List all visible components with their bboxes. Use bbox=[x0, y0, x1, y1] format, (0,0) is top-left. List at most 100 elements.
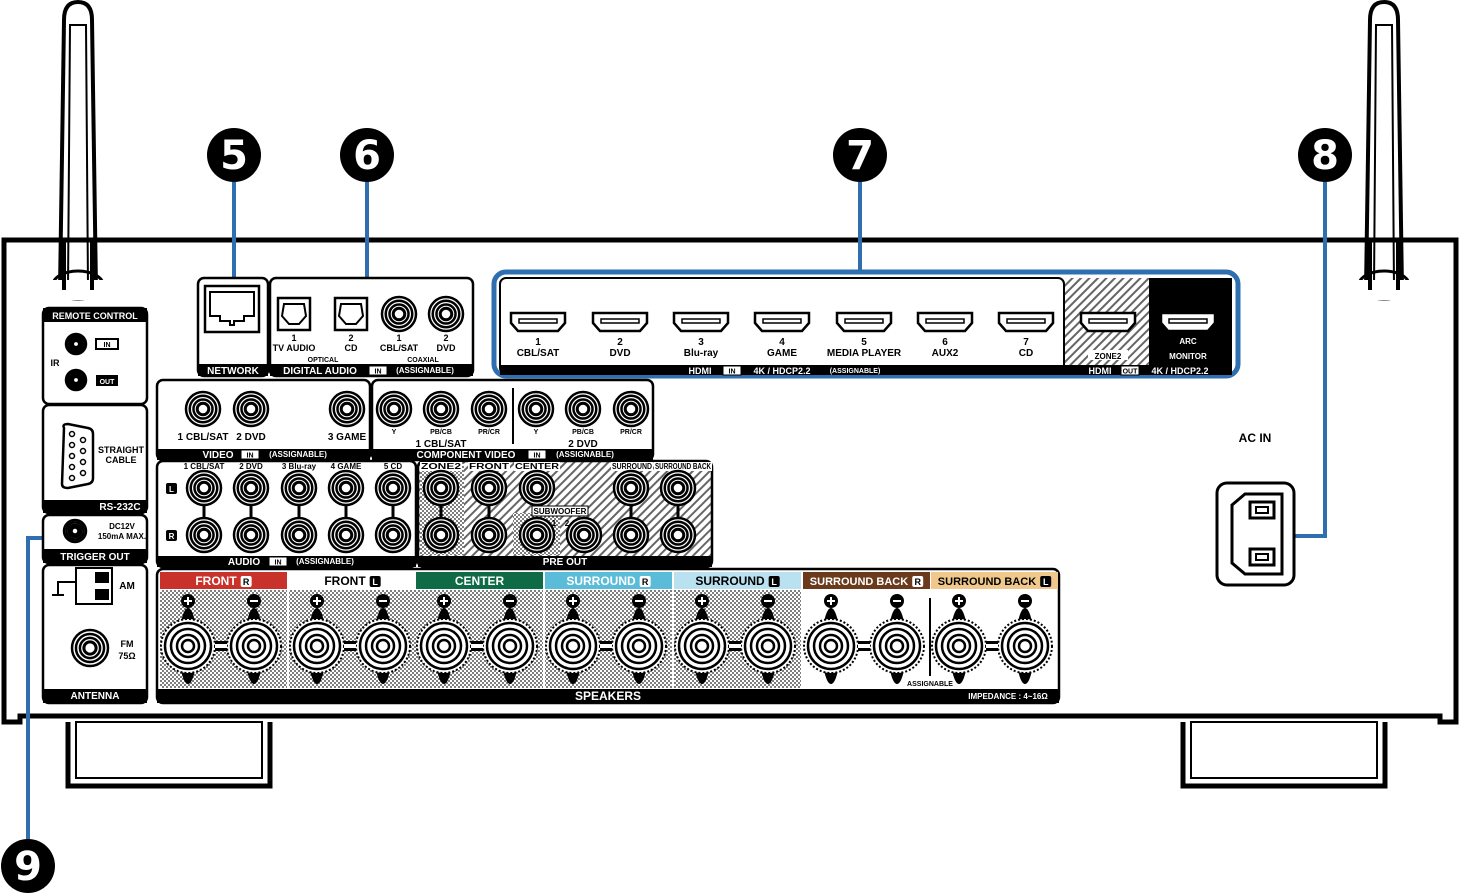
audio-in-r-4[interactable] bbox=[327, 516, 365, 554]
component-jack-3[interactable] bbox=[470, 390, 508, 428]
audio-in-l-5[interactable] bbox=[374, 469, 412, 507]
hdmi-out-monitor[interactable] bbox=[1159, 311, 1217, 333]
negative-terminal[interactable] bbox=[869, 594, 925, 684]
network-ethernet-port[interactable] bbox=[203, 284, 261, 334]
component-jack-1[interactable] bbox=[375, 390, 413, 428]
pre-out-bottom-6[interactable] bbox=[659, 516, 697, 554]
pre-out-top-5[interactable] bbox=[659, 469, 697, 507]
zone2-label: ZONE2 bbox=[1095, 352, 1122, 361]
negative-terminal[interactable] bbox=[997, 594, 1053, 684]
in-tag-label: IN bbox=[375, 369, 382, 376]
in-tag-label: IN bbox=[247, 453, 254, 460]
component-jack-5[interactable] bbox=[564, 390, 602, 428]
port-name: TV AUDIO bbox=[273, 343, 316, 353]
label-bg bbox=[514, 462, 560, 471]
callout-number: 7 bbox=[846, 133, 874, 179]
rs232c-title: RS-232C bbox=[99, 502, 140, 513]
hdmi-out-zone2[interactable] bbox=[1079, 311, 1137, 333]
ir-in-jack[interactable] bbox=[64, 332, 88, 356]
in-tag-label: IN bbox=[534, 453, 541, 460]
fm-antenna-jack[interactable] bbox=[70, 628, 110, 668]
component-jack-6[interactable] bbox=[612, 390, 650, 428]
pre-out-bottom-1[interactable] bbox=[422, 516, 460, 554]
negative-terminal[interactable] bbox=[226, 594, 282, 684]
in-tag-label: IN bbox=[275, 560, 282, 567]
callout-number: 9 bbox=[14, 844, 42, 890]
jack-ring bbox=[338, 480, 354, 496]
audio-in-l-4[interactable] bbox=[327, 469, 365, 507]
component-jack-label: Y bbox=[534, 429, 539, 436]
negative-terminal[interactable] bbox=[611, 594, 667, 684]
component-jack-4[interactable] bbox=[517, 390, 555, 428]
positive-terminal[interactable] bbox=[416, 594, 472, 684]
jack-ring bbox=[529, 527, 545, 543]
audio-port-label: 4 GAME bbox=[331, 462, 362, 471]
coaxial-input-2[interactable] bbox=[427, 295, 465, 333]
hdmi-in-4[interactable] bbox=[753, 311, 811, 333]
jack-ring bbox=[670, 480, 686, 496]
rs232c-db9-port[interactable] bbox=[60, 422, 95, 490]
negative-terminal[interactable] bbox=[355, 594, 411, 684]
jack-ring bbox=[338, 527, 354, 543]
pre-out-bottom-2[interactable] bbox=[470, 516, 508, 554]
video-input-1[interactable] bbox=[184, 390, 222, 428]
positive-terminal[interactable] bbox=[289, 594, 345, 684]
pre-out-bottom-5[interactable] bbox=[612, 516, 650, 554]
jack-ring bbox=[576, 527, 592, 543]
pre-out-top-1[interactable] bbox=[422, 469, 460, 507]
am-antenna-terminal[interactable] bbox=[75, 567, 113, 605]
callout-8 bbox=[1298, 128, 1352, 182]
hdmi-out-spec: 4K / HDCP2.2 bbox=[1151, 366, 1208, 376]
hdmi-port-name: GAME bbox=[767, 348, 797, 359]
positive-terminal[interactable] bbox=[545, 594, 601, 684]
pre-out-bottom-3[interactable] bbox=[518, 516, 556, 554]
hdmi-port-name: AUX2 bbox=[932, 348, 959, 359]
audio-in-r-1[interactable] bbox=[185, 516, 223, 554]
video-input-3[interactable] bbox=[328, 390, 366, 428]
callout-9 bbox=[1, 839, 55, 893]
port-name: CD bbox=[345, 343, 358, 353]
optical-input-1[interactable] bbox=[276, 296, 312, 332]
hdmi-in-6[interactable] bbox=[916, 311, 974, 333]
positive-terminal[interactable] bbox=[160, 594, 216, 684]
remote-control-panel bbox=[41, 306, 149, 406]
component-jack-2[interactable] bbox=[422, 390, 460, 428]
negative-terminal[interactable] bbox=[482, 594, 538, 684]
jack-ring bbox=[433, 527, 449, 543]
footer-band bbox=[418, 556, 712, 567]
jack-ring bbox=[670, 527, 686, 543]
video-input-2[interactable] bbox=[232, 390, 270, 428]
coaxial-input-1[interactable] bbox=[380, 295, 418, 333]
component-jack-label: PR/CR bbox=[620, 429, 642, 436]
hdmi-port-name: DVD bbox=[609, 348, 630, 359]
hdmi-in-5[interactable] bbox=[835, 311, 893, 333]
positive-terminal[interactable] bbox=[931, 594, 987, 684]
trigger-out-jack[interactable] bbox=[62, 518, 88, 544]
pre-out-title: PRE OUT bbox=[543, 557, 587, 568]
pre-out-top-2[interactable] bbox=[470, 469, 508, 507]
audio-in-l-1[interactable] bbox=[185, 469, 223, 507]
audio-in-r-5[interactable] bbox=[374, 516, 412, 554]
hdmi-in-3[interactable] bbox=[672, 311, 730, 333]
pre-out-bottom-4[interactable] bbox=[565, 516, 603, 554]
hdmi-in-7[interactable] bbox=[997, 311, 1055, 333]
audio-in-l-3[interactable] bbox=[280, 469, 318, 507]
pre-out-label: CENTER bbox=[515, 462, 559, 471]
audio-in-r-2[interactable] bbox=[232, 516, 270, 554]
audio-in-l-2[interactable] bbox=[232, 469, 270, 507]
ir-out-jack[interactable] bbox=[64, 368, 88, 392]
callout-number: 5 bbox=[220, 133, 248, 179]
positive-terminal[interactable] bbox=[803, 594, 859, 684]
channel-side: R bbox=[914, 577, 921, 587]
r-tag bbox=[166, 530, 177, 541]
hdmi-in-1[interactable] bbox=[509, 311, 567, 333]
straight-label: STRAIGHT bbox=[98, 445, 145, 455]
jack-ring bbox=[196, 527, 212, 543]
audio-port-label: 5 CD bbox=[384, 462, 402, 471]
pre-out-top-3[interactable] bbox=[518, 469, 556, 507]
pre-out-top-4[interactable] bbox=[612, 469, 650, 507]
optical-input-2[interactable] bbox=[333, 296, 369, 332]
audio-in-r-3[interactable] bbox=[280, 516, 318, 554]
hdmi-in-2[interactable] bbox=[591, 311, 649, 333]
